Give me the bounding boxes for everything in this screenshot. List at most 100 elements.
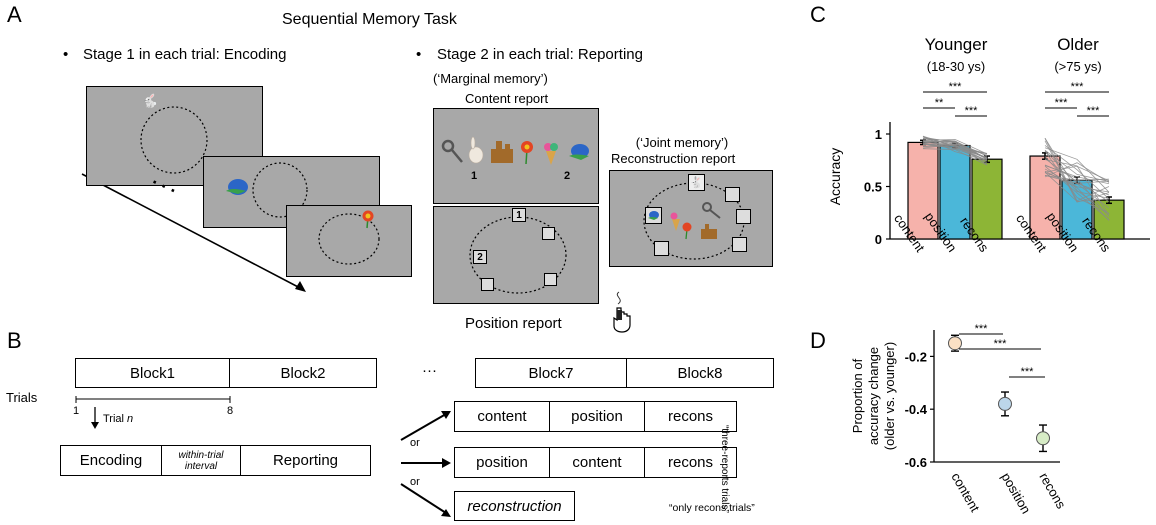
block-7: Block7 [475,358,627,388]
group-title: Older [1057,35,1099,54]
castle-icon [701,224,717,239]
flower-icon [362,210,374,229]
reporting-box: Reporting [240,445,371,476]
y-tick-label: -0.4 [905,402,928,417]
bar-recons [971,158,1003,240]
castle-icon [491,141,513,163]
content-report-label: Content report [465,91,549,106]
subject-line [1044,150,1110,196]
recon-box [736,209,751,224]
trial-n-label: Trial n [103,413,133,425]
recon-box [654,241,669,256]
subject-line [1044,165,1110,185]
panel-letter-c: C [810,2,826,27]
subject-line [1044,149,1110,182]
marginal-memory-label: (‘Marginal memory’) [433,71,548,86]
position-box [542,227,555,240]
trial-n-prefix: Trial [103,413,128,425]
sig-label: *** [1021,366,1035,378]
flower-icon [682,222,692,240]
block-8: Block8 [626,358,774,388]
row2-position: position [454,447,550,478]
content-number-1: 1 [471,170,478,182]
subject-line [1044,156,1110,199]
cap-icon [569,144,589,160]
y-axis-label: Proportion ofaccuracy change(older vs. y… [850,342,897,450]
trial-n-var: n [127,413,134,425]
subject-line [922,142,988,160]
trial-start: 1 [73,405,80,417]
row1-recons: recons [644,401,737,432]
within-trial-box: within-trial interval [161,445,241,476]
rabbit-icon [468,136,484,164]
encoding-screen-3 [286,205,412,277]
position-box [544,273,557,286]
point-content [948,336,962,351]
group-title: Younger [925,35,988,54]
reconstruction-report-screen: 🐇 [609,170,773,267]
hand-icon [613,291,631,333]
bar-content [907,141,939,240]
subject-line [1044,168,1110,193]
or-label-1: or [410,437,420,449]
y-tick-label: 1 [875,127,882,142]
encoding-timeline [81,173,306,292]
panel-letter-b: B [7,328,22,353]
panel-letter-a: A [7,2,22,27]
y-axis-label-line: (older vs. younger) [882,342,897,450]
key-icon [441,139,463,163]
row2-content: content [549,447,645,478]
position-report-screen: 1 2 [433,206,599,304]
accuracy-change-chart: -0.2 -0.4 -0.6 Proportion ofaccuracy change… [850,323,1069,516]
content-report-screen: 1 2 [433,108,599,204]
subject-line [1044,158,1110,202]
position-box-2: 2 [473,250,487,264]
three-reports-label: “three-reports trials” [719,425,730,513]
branch-arrows [400,411,451,517]
rabbit-icon: 🐇 [141,92,159,108]
sig-label: *** [949,81,963,93]
or-label-2: or [410,476,420,488]
position-box-1: 1 [512,208,526,222]
stage2-bullet: • [416,46,422,63]
blocks-ellipsis: ··· [422,362,437,379]
block-2: Block2 [229,358,377,388]
within-trial-label: within-trial interval [178,449,224,472]
x-tick-label: content [948,470,983,515]
row3-reconstruction: reconstruction [454,491,575,521]
encoding-box: Encoding [60,445,162,476]
subject-line [1044,165,1110,182]
content-number-2: 2 [564,170,571,182]
y-tick-label: -0.6 [905,455,927,470]
subject-line [1044,145,1110,200]
row3-reconstruction-label: reconstruction [467,497,562,515]
position-box [481,278,494,291]
y-tick-label: 0.5 [864,180,882,195]
stage2-label: Stage 2 in each trial: Reporting [437,46,643,63]
joint-memory-label: (‘Joint memory’) [635,135,729,150]
sig-label: *** [965,105,979,117]
sig-label: *** [1071,81,1085,93]
recon-box [725,187,740,202]
group-subtitle: (>75 ys) [1054,59,1101,74]
trials-axis [75,396,231,429]
recon-box-cap [645,207,662,224]
group-subtitle: (18-30 ys) [927,59,986,74]
subject-line [922,148,988,166]
sig-label: *** [994,338,1008,350]
task-title: Sequential Memory Task [282,11,457,28]
x-tick-label: recons [1036,470,1069,512]
only-recons-label: “only recons trials” [669,502,755,514]
subject-line [922,139,988,155]
bar-position [939,144,971,240]
point-position [998,396,1012,411]
block-1: Block1 [75,358,230,388]
stage1-bullet: • [63,46,69,63]
trial-end: 8 [227,405,234,417]
row1-position: position [549,401,645,432]
y-axis-label-line: accuracy change [866,347,881,445]
y-tick-label: -0.2 [905,349,927,364]
y-axis-label-line: Proportion of [850,358,865,433]
panel-letter-d: D [810,328,826,353]
